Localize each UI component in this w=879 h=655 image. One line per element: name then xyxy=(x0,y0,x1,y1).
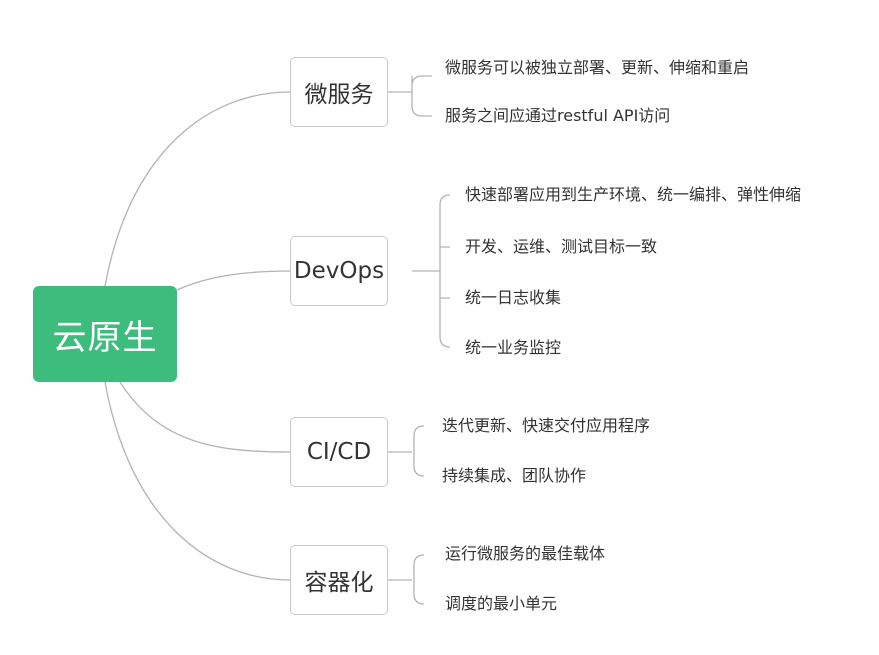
branch-node-cicd: CI/CD xyxy=(290,417,388,487)
branch-label: DevOps xyxy=(293,258,385,284)
leaf-microservices-1: 微服务可以被独立部署、更新、伸缩和重启 xyxy=(445,58,750,77)
branch-node-containers: 容器化 xyxy=(290,545,388,615)
leaf-devops-2: 开发、运维、测试目标一致 xyxy=(465,237,658,256)
cicd-bracket xyxy=(388,425,425,477)
root-to-cicd-link xyxy=(119,381,291,453)
containers-bracket xyxy=(388,554,425,605)
branch-label: 容器化 xyxy=(304,570,374,596)
root-to-devops-link xyxy=(176,270,291,291)
devops-bracket xyxy=(412,194,451,348)
root-node: 云原生 xyxy=(33,286,177,382)
leaf-containers-1: 运行微服务的最佳载体 xyxy=(445,544,606,563)
root-to-containers-link xyxy=(104,381,291,581)
leaf-devops-3: 统一日志收集 xyxy=(465,288,562,307)
leaf-devops-4: 统一业务监控 xyxy=(465,338,562,357)
leaf-microservices-2: 服务之间应通过restful API访问 xyxy=(445,106,671,125)
microservices-bracket xyxy=(388,75,432,117)
branch-label: CI/CD xyxy=(306,439,372,465)
leaf-cicd-1: 迭代更新、快速交付应用程序 xyxy=(442,416,651,435)
root-label: 云原生 xyxy=(52,317,158,358)
leaf-cicd-2: 持续集成、团队协作 xyxy=(442,466,587,485)
branch-node-devops: DevOps xyxy=(290,236,388,306)
branch-label: 微服务 xyxy=(304,82,374,108)
branch-node-microservices: 微服务 xyxy=(290,57,388,127)
leaf-containers-2: 调度的最小单元 xyxy=(445,594,558,613)
leaf-devops-1: 快速部署应用到生产环境、统一编排、弹性伸缩 xyxy=(465,185,802,204)
root-to-microservices-link xyxy=(104,91,291,287)
